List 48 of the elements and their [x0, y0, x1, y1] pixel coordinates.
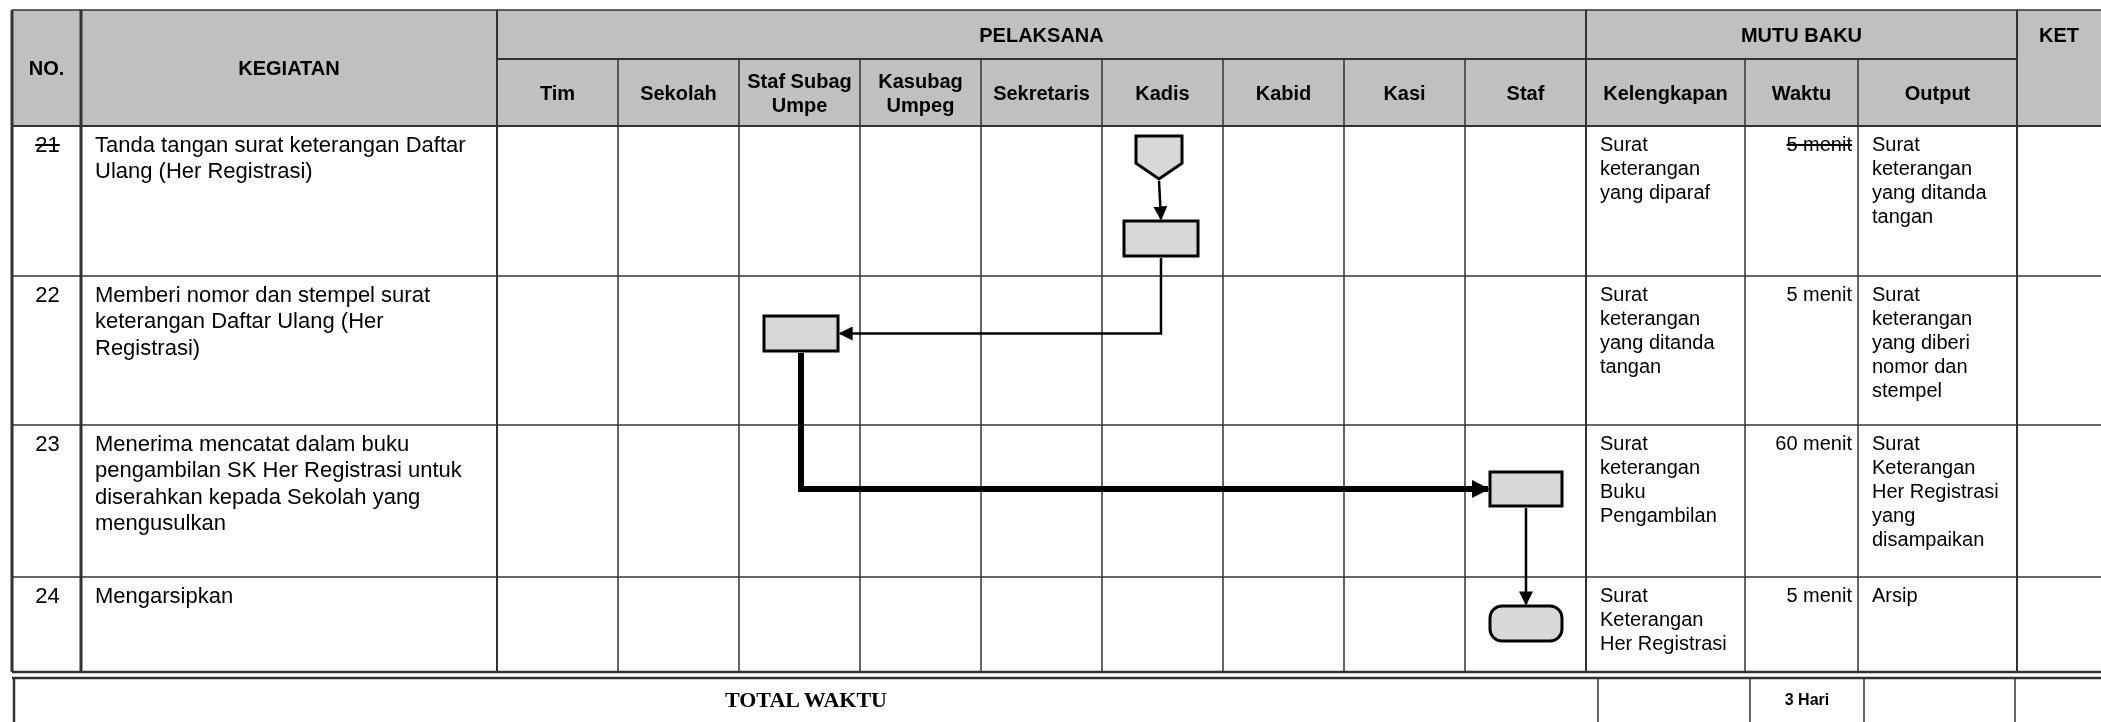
- duration-text: 5 menit: [1786, 133, 1852, 155]
- output-text: Surat Keterangan Her Registrasi yang disampaikan: [1872, 432, 1999, 550]
- duration-text: 5 menit: [1786, 283, 1852, 305]
- duration-text: 5 menit: [1786, 584, 1852, 606]
- activity-text: Menerima mencatat dalam buku pengambilan SK Her Registrasi untuk diserahkan kepada Sekolah yang mengusulkan: [95, 431, 462, 536]
- output-text: Surat keterangan yang ditanda tangan: [1872, 133, 1987, 227]
- step-number: 21: [35, 132, 60, 157]
- total-duration: 3 Hari: [1784, 690, 1830, 710]
- column-header: Kadis: [1135, 80, 1190, 105]
- column-header: Kasubag Umpeg: [877, 68, 964, 117]
- column-header: Sekolah: [640, 80, 717, 105]
- activity-text: Tanda tangan surat keterangan Daftar Ulang (Her Registrasi): [95, 132, 466, 184]
- process-box: [1488, 470, 1564, 508]
- arrow: [838, 258, 1163, 341]
- column-header: Output: [1904, 80, 1971, 105]
- output-text: Surat keterangan yang diberi nomor dan stempel: [1872, 283, 1973, 401]
- column-header: KET: [2039, 22, 2079, 47]
- column-header: Kelengkapan: [1603, 80, 1728, 105]
- column-header: Staf Subag Umpe: [746, 68, 853, 117]
- total-label: TOTAL WAKTU: [725, 686, 887, 714]
- column-header: Sekretaris: [993, 80, 1090, 105]
- terminator-shape: [1488, 604, 1564, 643]
- column-header: Staf: [1506, 80, 1545, 105]
- step-number: 22: [35, 282, 60, 307]
- requirement-text: Surat keterangan yang diparaf: [1600, 133, 1711, 203]
- column-header: Tim: [539, 80, 576, 105]
- column-header: MUTU BAKU: [1740, 22, 1863, 47]
- activity-text: Memberi nomor dan stempel surat keterangan Daftar Ulang (Her Registrasi): [95, 282, 431, 360]
- arrow: [1519, 508, 1533, 606]
- duration-text: 60 menit: [1775, 432, 1852, 454]
- off-page-connector: [1134, 134, 1184, 181]
- column-header: Kasi: [1383, 80, 1426, 105]
- requirement-text: Surat keterangan Buku Pengambilan: [1600, 432, 1717, 526]
- column-header: NO.: [28, 56, 65, 80]
- step-number: 23: [35, 431, 60, 456]
- process-box: [1122, 219, 1200, 258]
- arrow: [1153, 180, 1168, 221]
- column-header: Kabid: [1255, 80, 1312, 105]
- column-header: Waktu: [1771, 80, 1832, 105]
- column-header: KEGIATAN: [238, 56, 340, 80]
- process-box: [762, 314, 840, 353]
- requirement-text: Surat keterangan yang ditanda tangan: [1600, 283, 1715, 377]
- arrow: [798, 353, 1490, 498]
- column-header: PELAKSANA: [979, 22, 1104, 47]
- activity-text: Mengarsipkan: [95, 583, 234, 608]
- requirement-text: Surat Keterangan Her Registrasi: [1600, 584, 1727, 654]
- step-number: 24: [35, 583, 60, 608]
- output-text: Arsip: [1872, 584, 1918, 606]
